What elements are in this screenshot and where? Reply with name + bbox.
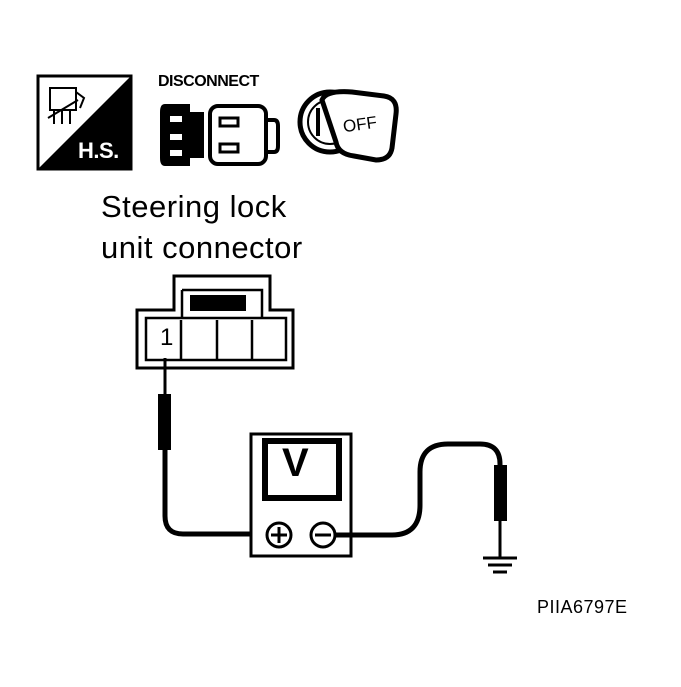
ignition-off-icon: [297, 89, 399, 163]
caption-line-1: Steering lock: [101, 189, 287, 224]
figure-id: PIIA6797E: [537, 597, 628, 617]
negative-terminal-icon: [309, 521, 337, 549]
positive-terminal-icon: [265, 521, 293, 549]
negative-probe-lead: [335, 441, 507, 558]
voltmeter-label: V: [282, 441, 309, 485]
steering-lock-connector: [135, 274, 295, 370]
disconnect-icon: [160, 104, 280, 166]
ignition-off-label: OFF: [341, 112, 379, 137]
ground-icon: [483, 556, 517, 574]
voltmeter: [249, 432, 353, 558]
positive-probe-lead: [158, 358, 268, 537]
hs-icon: [36, 74, 133, 171]
connector-pin-label: 1: [160, 324, 174, 351]
disconnect-label: DISCONNECT: [158, 73, 259, 90]
hs-label: H.S.: [78, 138, 119, 163]
caption-line-2: unit connector: [101, 230, 303, 265]
